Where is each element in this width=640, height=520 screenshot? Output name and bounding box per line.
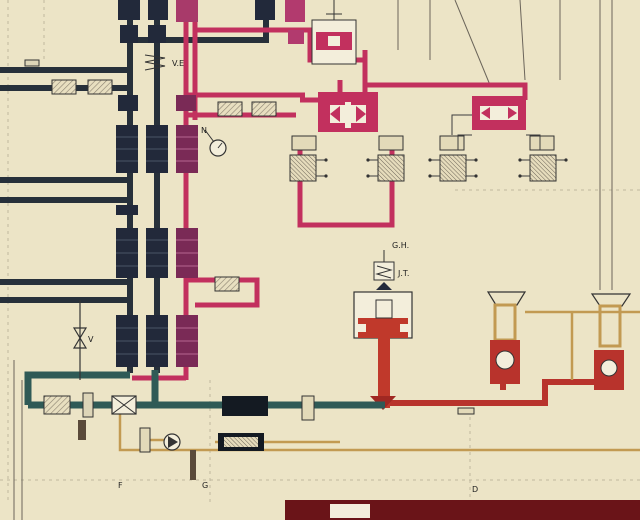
dark-block-ribs [116,136,168,355]
pilot-valve-magenta [318,92,378,132]
top-valve-unit [311,0,357,65]
teal-components [43,392,315,421]
right-cylinder-2 [590,293,632,390]
spring-valve-wiring [316,114,566,177]
right-cylinder-1 [486,291,527,384]
title-strip-patch [330,504,370,518]
label-jt: J.T. [397,269,409,278]
ve-spring-icon [144,54,166,71]
label-f: F [118,481,123,490]
magenta-block-ribs [176,136,198,355]
valve-symbol-v [72,300,88,380]
label-d: D [472,485,478,494]
label-ve: V.E [172,59,184,68]
label-g: G [202,481,208,490]
filter-elements-dark [24,59,113,95]
thin-outline-lines [13,0,613,520]
label-gh: G.H. [392,241,409,250]
magenta-solenoid-top [176,0,198,22]
pilot-valve-right [472,96,526,130]
wire-dots [324,158,568,178]
jt-regulator [353,250,413,410]
spring-valves [289,135,557,182]
background-rules [0,0,640,505]
label-n: N [201,126,207,135]
bottom-tan-components [78,407,475,480]
pressure-gauge-icon [204,129,227,157]
bottom-title-strip [285,500,640,520]
label-v: V [88,335,94,344]
